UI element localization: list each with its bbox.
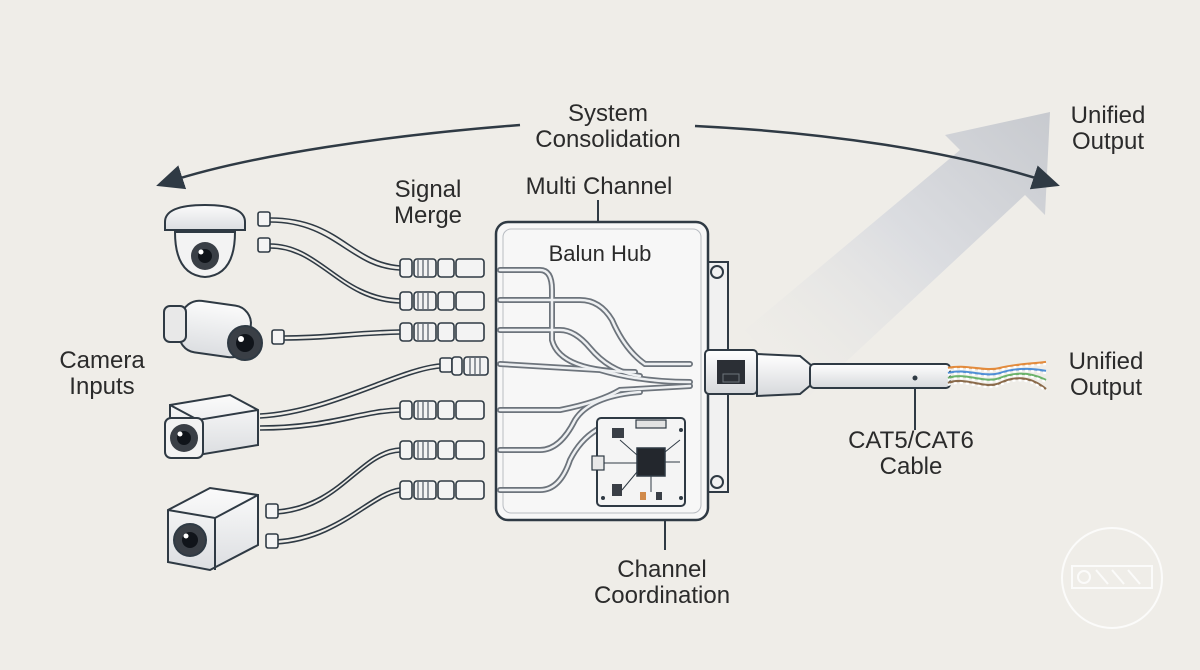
unified-output-cable-line-1: Unified [1068,348,1144,375]
unified-output-top-line-1: Unified [1070,102,1146,129]
bnc-connector [399,322,485,342]
system-consolidation-line-2: Consolidation [535,126,681,153]
multi-channel-text: Multi Channel [525,173,673,200]
bnc-connector [399,440,485,460]
camera-inputs-label: Camera Inputs [44,348,160,400]
unified-output-cable-line-2: Output [1069,374,1143,401]
cable-wire [947,362,1047,373]
circuit-board [591,417,686,507]
rj45-connector [704,349,813,398]
cable-type-line-2: Cable [879,453,943,480]
channel-coordination-line-2: Coordination [593,582,731,609]
bnc-connector-bank [399,258,489,500]
cable-wire [947,372,1047,381]
camera-inputs-line-2: Inputs [69,373,135,400]
input-wires [259,217,441,545]
cable-wire [947,360,1047,371]
cable-wire [947,374,1047,383]
cable-wire-ends [947,360,1047,392]
signal-merge-line-2: Merge [393,202,463,229]
bnc-connector [399,291,485,311]
watermark-logo [1061,527,1163,629]
camera-plug-stubs [257,211,453,549]
unified-output-top-label: Unified Output [1058,103,1158,155]
bnc-connector [399,400,485,420]
cable-type-label: CAT5/CAT6 Cable [836,428,986,480]
multi-channel-label: Multi Channel [514,174,684,200]
output-direction-arrow [745,112,1050,400]
cat-cable [809,363,951,389]
unified-output-top-line-2: Output [1071,128,1145,155]
camera-inputs-line-1: Camera [59,347,145,374]
channel-coordination-line-1: Channel [617,556,707,583]
channel-coordination-label: Channel Coordination [576,557,748,609]
bnc-connector [451,356,489,376]
cable-wire [947,377,1047,390]
unified-output-cable-label: Unified Output [1056,349,1156,401]
bnc-connector [399,480,485,500]
cable-wire [947,369,1047,378]
balun-hub-label: Balun Hub [538,241,662,267]
cable-wire [947,379,1047,392]
balun-hub-text: Balun Hub [548,241,652,266]
cube-camera-icon [167,486,259,572]
system-consolidation-line-1: System [567,100,648,127]
signal-merge-label: Signal Merge [380,177,476,229]
box-camera-icon [164,393,259,459]
system-consolidation-arrow [156,123,1060,190]
system-consolidation-label: System Consolidation [518,101,698,153]
cable-type-line-1: CAT5/CAT6 [848,427,974,454]
dome-camera-icon [164,203,246,279]
cable-wire [947,367,1047,376]
signal-merge-line-1: Signal [394,176,462,203]
bullet-camera-icon [163,299,263,361]
bnc-connector [399,258,485,278]
